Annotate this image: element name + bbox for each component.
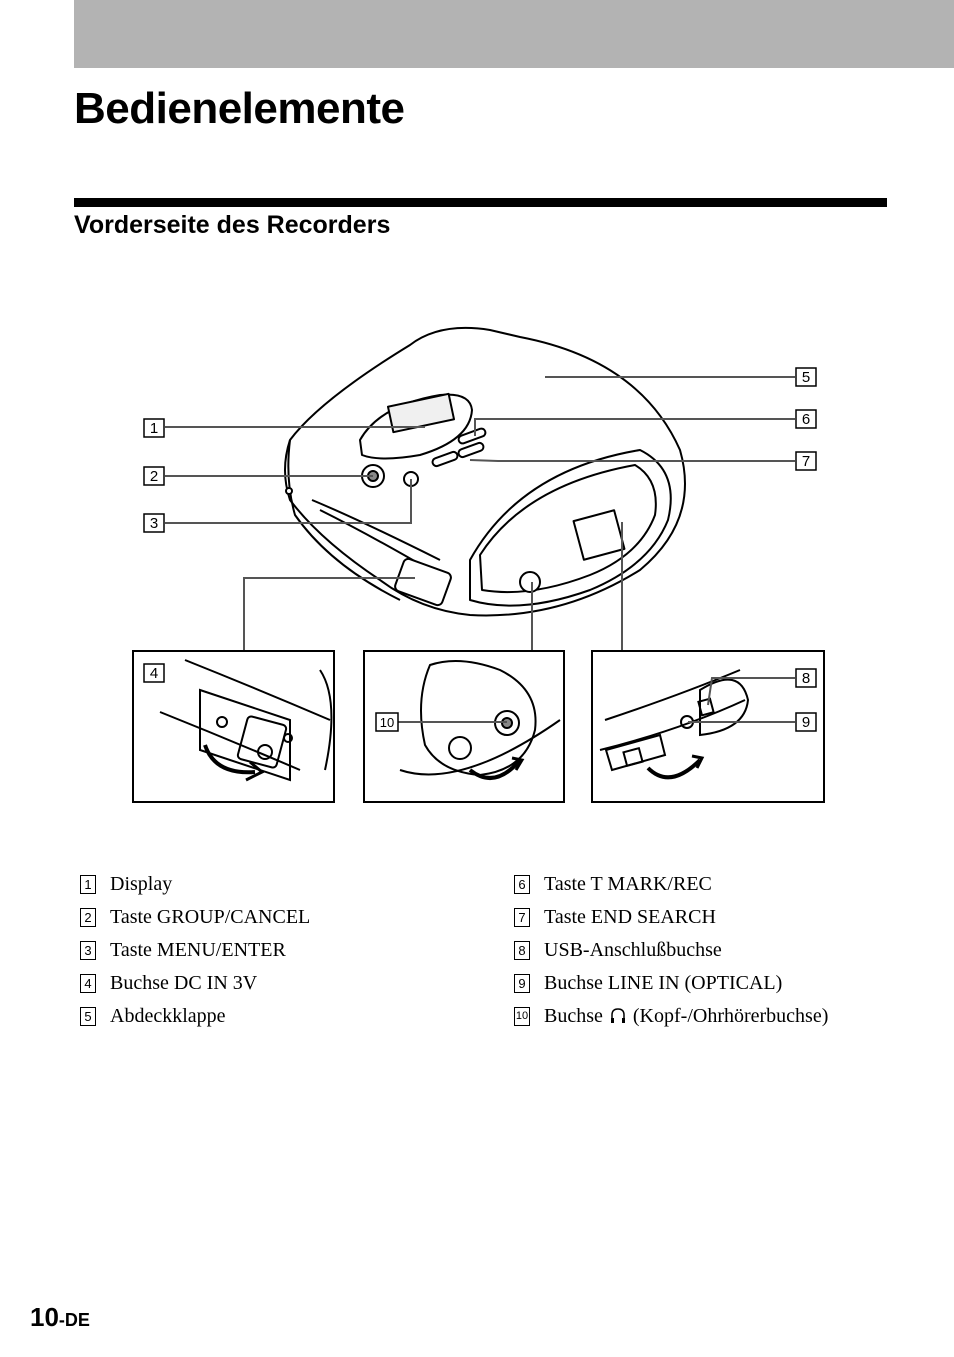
callout-9: 9 <box>795 712 817 732</box>
headphones-icon <box>610 1008 625 1023</box>
legend-text: Buchse LINE IN (OPTICAL) <box>544 972 783 994</box>
legend-text: Abdeckklappe <box>110 1005 226 1027</box>
section-rule <box>74 198 887 207</box>
callout-8-label: 8 <box>802 670 810 687</box>
callout-4: 4 <box>143 663 165 683</box>
legend-text-after: (Kopf-/Ohrhörerbuchse) <box>632 1005 829 1027</box>
callout-10: 10 <box>375 712 399 732</box>
callout-1-label: 1 <box>150 420 158 437</box>
legend-item: 3 Taste MENU/ENTER <box>80 934 310 967</box>
legend-item: 4 Buchse DC IN 3V <box>80 967 310 1000</box>
callout-2: 2 <box>143 466 165 486</box>
legend-item: 10 Buchse (Kopf-/Ohrhörerbuchse) <box>514 1000 828 1033</box>
legend-item: 2 Taste GROUP/CANCEL <box>80 901 310 934</box>
legend-text-before: Buchse <box>544 1005 603 1027</box>
recorder-illustration: 1 2 3 4 5 6 7 8 <box>132 326 825 803</box>
legend-number: 6 <box>514 875 530 894</box>
legend-item: 1 Display <box>80 868 310 901</box>
top-band <box>74 0 954 68</box>
page-number: 10-DE <box>30 1302 90 1333</box>
legend-item: 6 Taste T MARK/REC <box>514 868 828 901</box>
legend-number: 8 <box>514 941 530 960</box>
legend-right: 6 Taste T MARK/REC 7 Taste END SEARCH 8 … <box>514 868 828 1033</box>
callout-2-label: 2 <box>150 468 158 485</box>
legend-text: Display <box>110 873 173 895</box>
legend-text: Taste END SEARCH <box>544 906 716 928</box>
legend-number: 9 <box>514 974 530 993</box>
page-title: Bedienelemente <box>74 84 405 133</box>
legend-number: 1 <box>80 875 96 894</box>
legend-item: 7 Taste END SEARCH <box>514 901 828 934</box>
callout-5-label: 5 <box>802 369 810 386</box>
legend-text: Taste MENU/ENTER <box>110 939 286 961</box>
callout-9-label: 9 <box>802 714 810 731</box>
inset-callout-lines <box>398 677 795 723</box>
legend-number: 3 <box>80 941 96 960</box>
callout-3: 3 <box>143 513 165 533</box>
callout-8: 8 <box>795 668 817 688</box>
page-number-suffix: -DE <box>58 1310 90 1330</box>
legend-item: 9 Buchse LINE IN (OPTICAL) <box>514 967 828 1000</box>
legend-text: Taste GROUP/CANCEL <box>110 906 311 928</box>
legend-text: Buchse DC IN 3V <box>110 972 258 994</box>
callout-3-label: 3 <box>150 515 158 532</box>
section-title: Vorderseite des Recorders <box>74 211 391 239</box>
recorder-buttons <box>285 427 541 607</box>
recorder-body <box>284 326 686 617</box>
legend-number: 10 <box>514 1007 530 1026</box>
legend-text: Taste T MARK/REC <box>544 873 712 895</box>
legend-number: 4 <box>80 974 96 993</box>
callout-markers: 1 2 3 4 5 6 7 8 <box>143 367 817 732</box>
callout-lines <box>165 376 795 651</box>
callout-4-label: 4 <box>150 665 158 682</box>
callout-1: 1 <box>143 418 165 438</box>
callout-5: 5 <box>795 367 817 387</box>
callout-6-label: 6 <box>802 411 810 428</box>
legend-item: 8 USB-Anschlußbuchse <box>514 934 828 967</box>
callout-6: 6 <box>795 409 817 429</box>
inset-usb-line <box>591 650 825 803</box>
legend-number: 5 <box>80 1007 96 1026</box>
legend-text: USB-Anschlußbuchse <box>544 939 722 961</box>
legend-number: 7 <box>514 908 530 927</box>
callout-7-label: 7 <box>802 453 810 470</box>
legend-left: 1 Display 2 Taste GROUP/CANCEL 3 Taste M… <box>80 868 310 1033</box>
page-number-value: 10 <box>30 1302 59 1332</box>
callout-7: 7 <box>795 451 817 471</box>
callout-10-label: 10 <box>380 715 394 730</box>
legend-number: 2 <box>80 908 96 927</box>
legend-item: 5 Abdeckklappe <box>80 1000 310 1033</box>
inset-dc-in <box>132 650 335 803</box>
legend-text: Buchse (Kopf-/Ohrhörerbuchse) <box>544 1005 828 1028</box>
